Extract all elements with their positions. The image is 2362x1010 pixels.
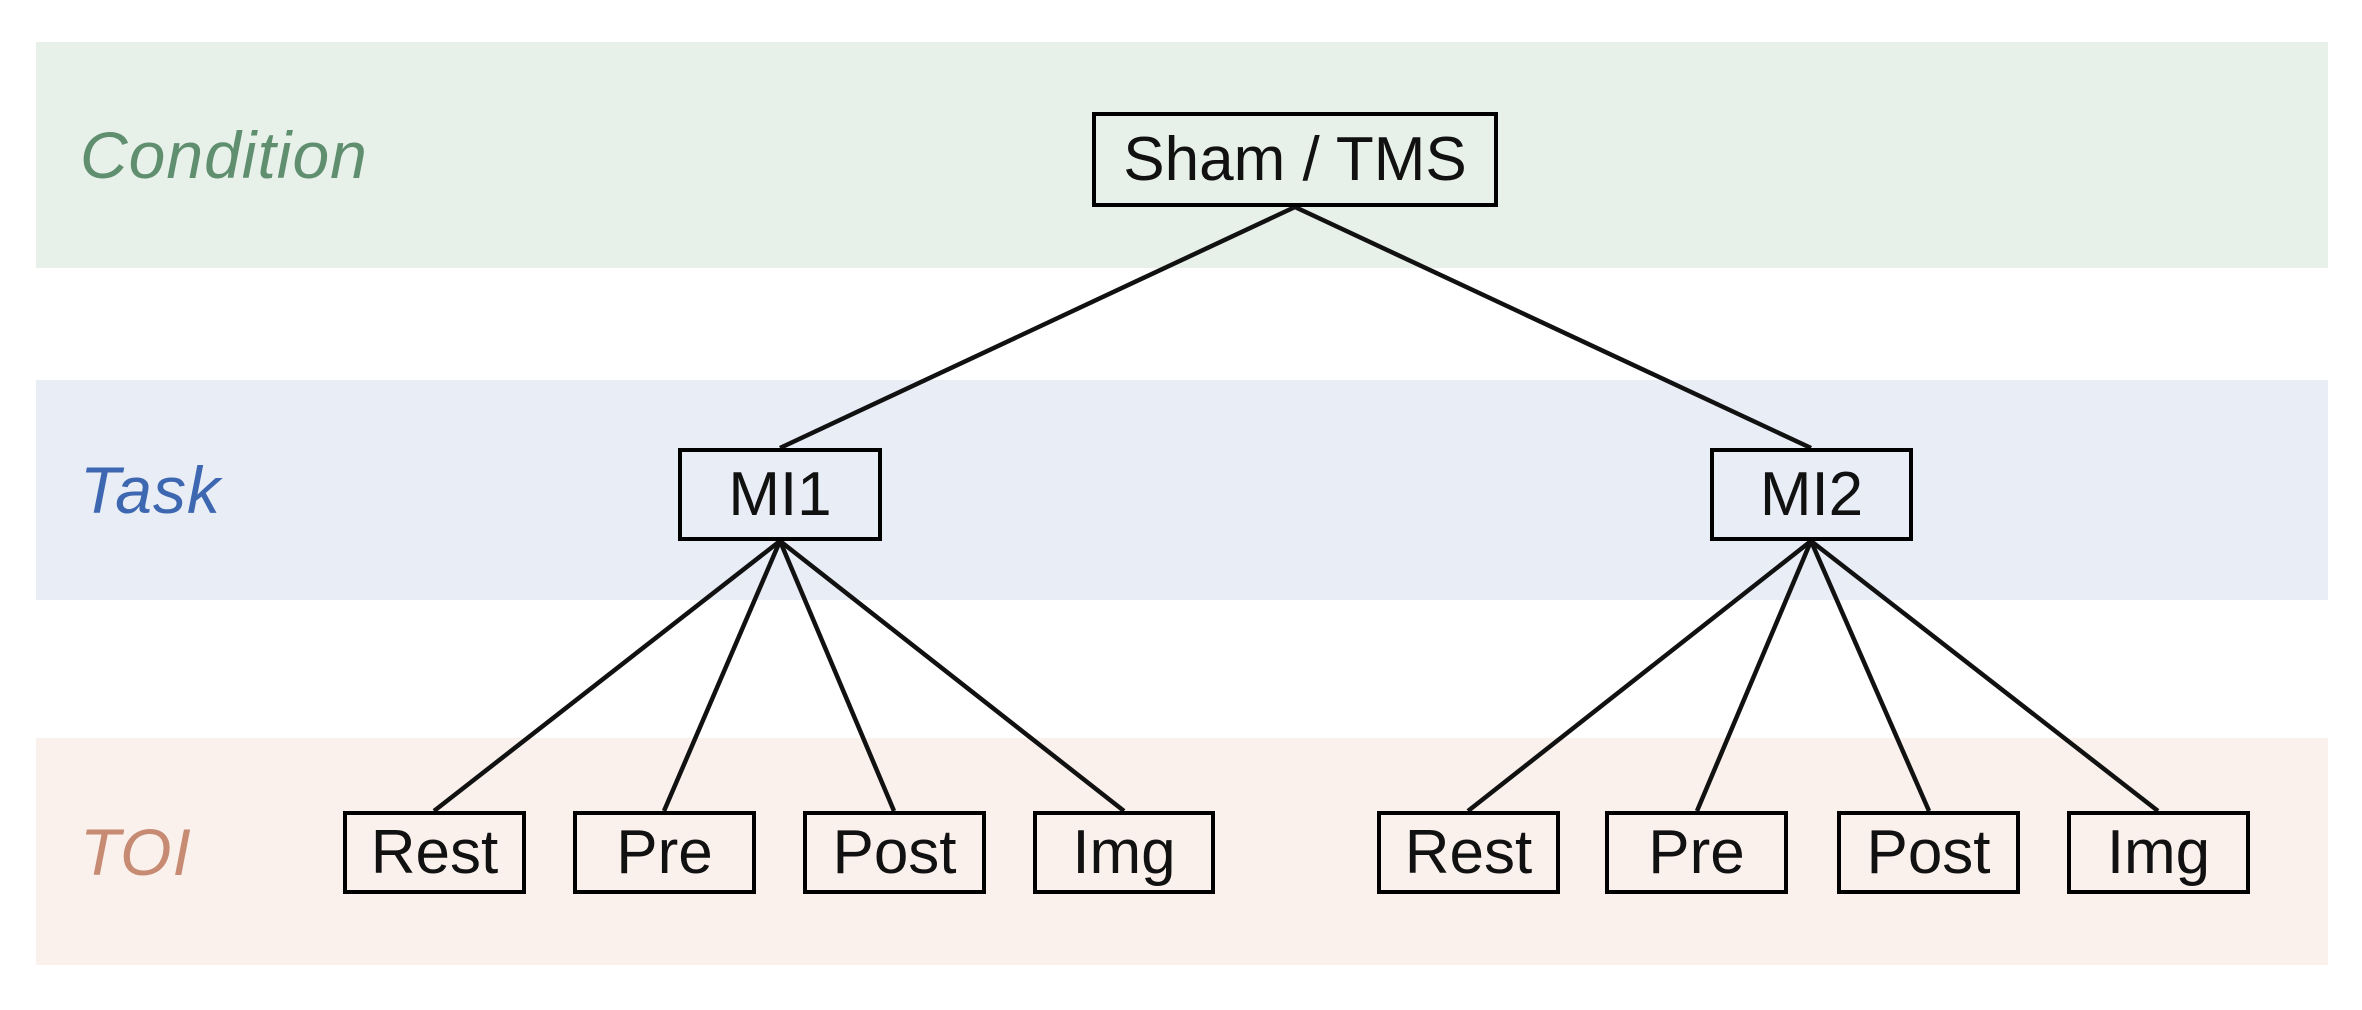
edge-mi1-post [777, 540, 897, 812]
edge-mi2-img [1809, 539, 2160, 813]
node-mi1-pre: Pre [573, 811, 756, 894]
row-label-condition: Condition [80, 118, 368, 192]
node-mi1-post: Post [803, 811, 986, 894]
node-mi2: MI2 [1710, 448, 1913, 541]
node-mi1: MI1 [678, 448, 882, 541]
edge-root-mi1 [779, 204, 1296, 451]
edge-mi1-rest [432, 539, 782, 813]
row-label-task: Task [80, 453, 221, 527]
edge-root-mi2 [1294, 204, 1812, 451]
node-mi1-rest: Rest [343, 811, 526, 894]
row-label-toi: TOI [80, 814, 192, 889]
node-mi2-post: Post [1837, 811, 2020, 894]
node-mi2-img: Img [2067, 811, 2250, 894]
node-sham-tms: Sham / TMS [1092, 112, 1498, 207]
edge-mi2-rest [1466, 539, 1813, 813]
edge-mi2-pre [1694, 540, 1814, 812]
edge-mi1-pre [661, 540, 783, 812]
edge-mi2-post [1808, 540, 1932, 812]
edge-mi1-img [778, 539, 1126, 813]
node-mi2-pre: Pre [1605, 811, 1788, 894]
node-mi2-rest: Rest [1377, 811, 1560, 894]
band-condition: Condition [36, 42, 2328, 268]
band-toi: TOI [36, 738, 2328, 965]
band-task: Task [36, 380, 2328, 600]
node-mi1-img: Img [1033, 811, 1215, 894]
